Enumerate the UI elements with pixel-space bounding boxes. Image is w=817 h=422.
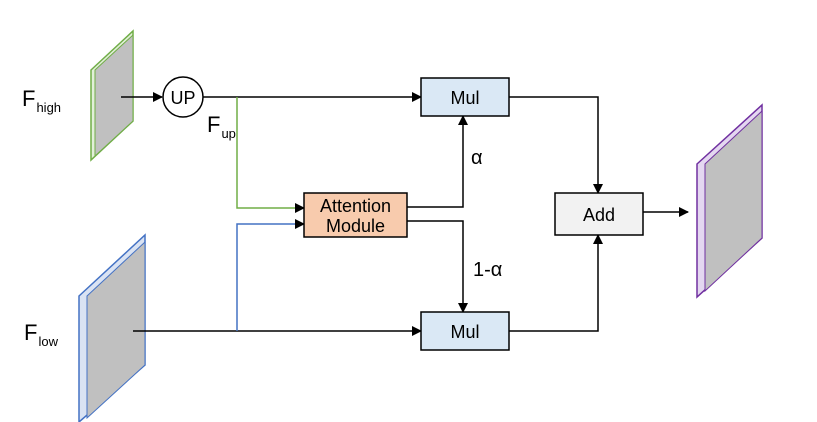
attention-module-node: Attention Module: [303, 192, 408, 238]
up-node-label: UP: [170, 88, 195, 108]
one-minus-alpha-label: 1-α: [473, 259, 503, 281]
alpha-label: α: [471, 147, 483, 169]
f-high-feature-map: [90, 29, 134, 162]
mul-bottom-node: Mul: [420, 311, 510, 351]
mul-bottom-label: Mul: [450, 322, 479, 342]
connectors: [121, 92, 689, 336]
f-up-label: Fup: [207, 112, 236, 141]
edge-flow-attention: [236, 219, 305, 331]
f-low-feature-map: [78, 233, 146, 422]
mul-top-node: Mul: [420, 77, 510, 117]
edge-mul-top-add: [509, 96, 603, 194]
add-node-label: Add: [583, 205, 615, 225]
edge-attention-alpha: [407, 115, 468, 208]
f-low-label-main: F: [24, 320, 38, 345]
attention-module-label-line2: Module: [326, 216, 385, 236]
edge-mul-bottom-add: [509, 234, 603, 332]
up-node: UP: [162, 76, 204, 118]
f-high-label: Fhigh: [22, 86, 62, 115]
f-high-label-main: F: [22, 86, 36, 111]
edge-attention-one-minus-alpha: [407, 220, 468, 313]
f-up-label-sub: up: [221, 126, 236, 141]
add-node: Add: [554, 192, 644, 236]
attention-module-label-line1: Attention: [320, 196, 391, 216]
f-high-label-sub: high: [36, 100, 62, 115]
f-low-label: Flow: [24, 320, 58, 349]
f-low-label-sub: low: [38, 334, 58, 349]
f-up-label-main: F: [207, 112, 221, 137]
output-feature-map: [696, 103, 763, 299]
mul-top-label: Mul: [450, 88, 479, 108]
edge-fup-attention: [236, 97, 305, 213]
